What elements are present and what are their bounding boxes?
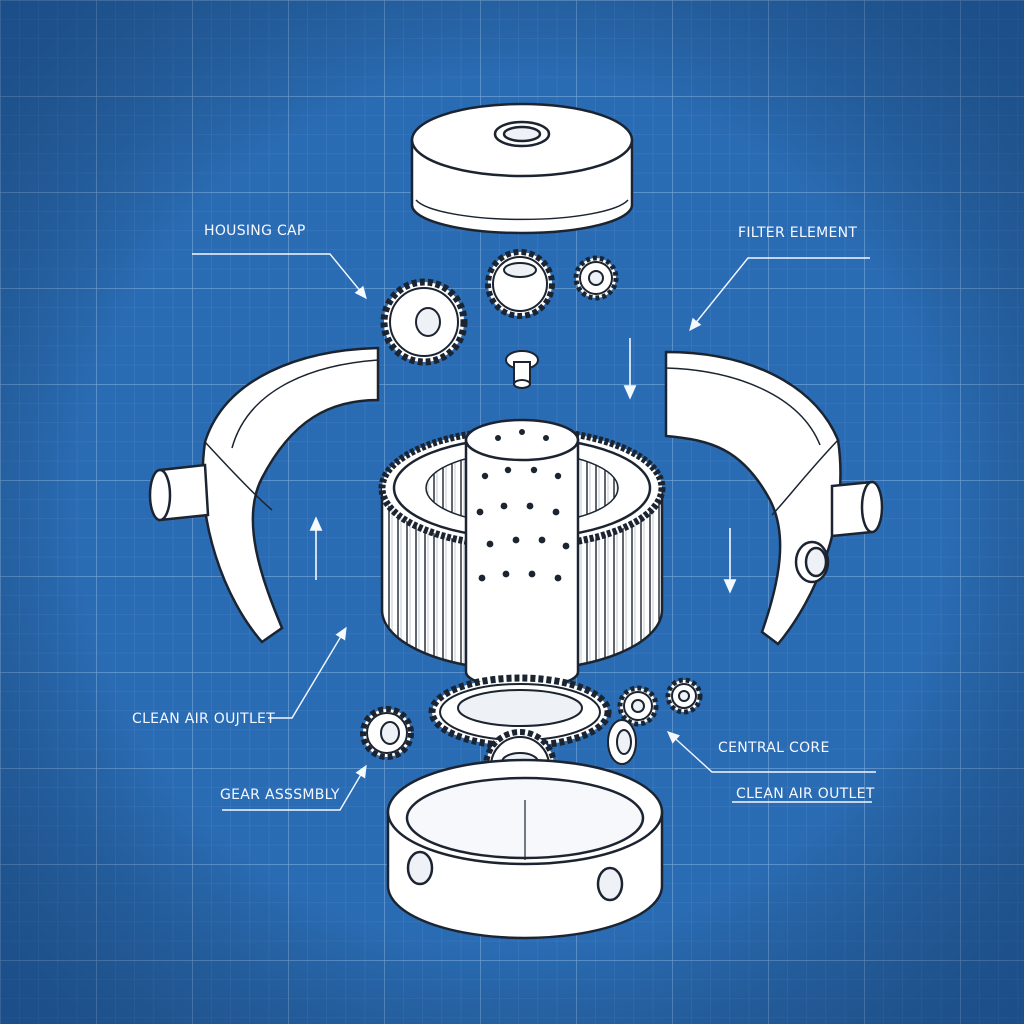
gear-lower-right-b [665,677,703,715]
label-central-core: CENTRAL CORE [718,740,830,756]
label-clean-air-outlet-right: CLEAN AIR OUTLET [736,786,875,802]
label-filter-element: FILTER ELEMENT [738,225,858,241]
gear-lower-left [360,706,414,760]
housing-shell-left [148,346,380,644]
gear-lower-right-a [617,685,659,727]
small-gear-top [485,249,555,319]
filter-element [378,418,666,690]
housing-cap [410,102,634,235]
flow-arrows [309,338,737,594]
leader-housing-cap [192,253,367,300]
leader-clean-air-outlet-left [268,626,347,719]
base-housing [386,758,664,940]
leader-gear-assembly [222,764,367,811]
gear-ring [428,674,612,750]
label-gear-assembly: GEAR ASSSMBLY [220,787,340,803]
small-gear-right [573,255,619,301]
label-clean-air-outlet-left: CLEAN AIR OUJTLET [132,711,276,727]
small-gear-left [380,278,468,366]
bushing [505,350,539,389]
housing-shell-right [664,350,884,646]
leader-central-core [666,731,876,773]
core-perforations [476,429,570,582]
leader-lines [192,253,876,811]
gear-lower-right-c [607,719,637,765]
label-housing-cap: HOUSING CAP [204,223,306,239]
leader-filter-element [689,257,870,332]
